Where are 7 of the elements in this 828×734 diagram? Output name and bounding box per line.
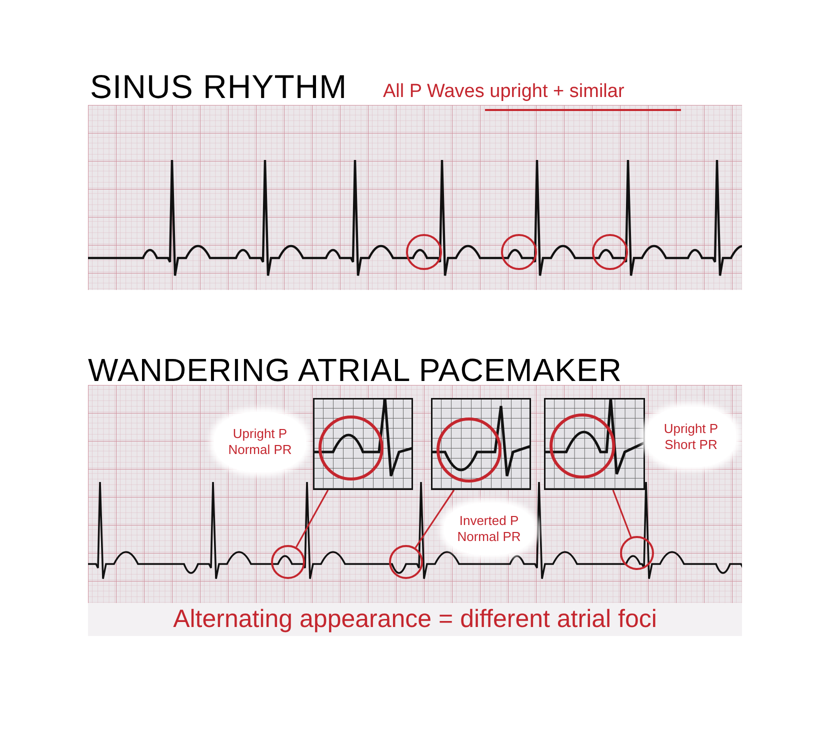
heading: WANDERING ATRIAL PACEMAKER	[88, 351, 622, 390]
annotation-text: All P Waves upright + similar	[383, 80, 624, 104]
leader-line	[296, 490, 329, 548]
leader-line	[414, 490, 455, 548]
heading: SINUS RHYTHM	[90, 67, 348, 107]
leader-line	[612, 490, 632, 538]
caption-text: Alternating appearance = different atrial foci	[88, 603, 742, 636]
